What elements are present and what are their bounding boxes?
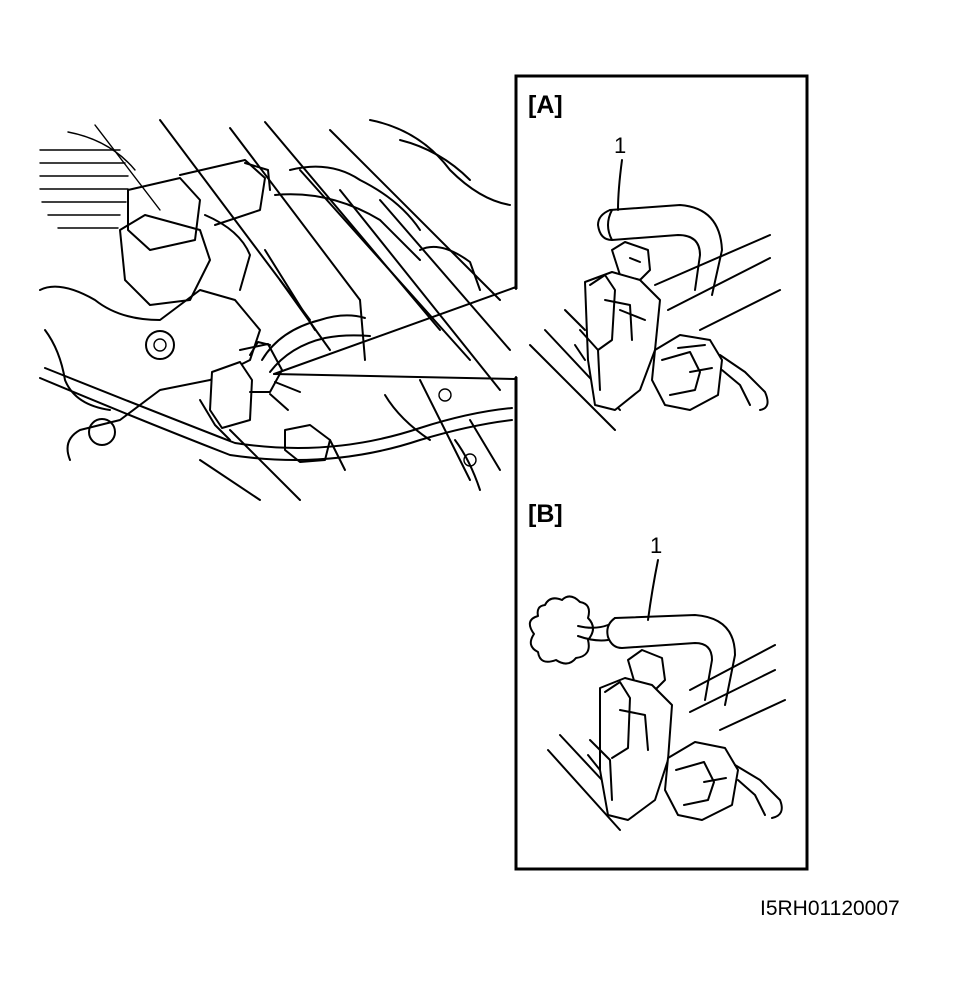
- panel-a-valve-illustration: [529, 204, 781, 431]
- panel-a: [A] 1: [528, 91, 781, 431]
- figure-id: I5RH01120007: [760, 897, 900, 920]
- detail-frame: [514, 74, 809, 871]
- air-puff-icon: [528, 595, 594, 665]
- panel-a-label: [A]: [528, 91, 563, 119]
- zoom-callout-wedge: [273, 286, 517, 380]
- panel-b: [B] 1: [528, 500, 786, 831]
- panel-b-leader-line: [647, 559, 659, 621]
- panel-b-valve-illustration: [547, 614, 786, 831]
- panel-a-leader-line: [617, 159, 623, 211]
- engine-bay-illustration: [39, 119, 513, 501]
- panel-a-callout-number: 1: [614, 133, 626, 158]
- panel-b-callout-number: 1: [650, 533, 662, 558]
- panel-b-label: [B]: [528, 500, 563, 528]
